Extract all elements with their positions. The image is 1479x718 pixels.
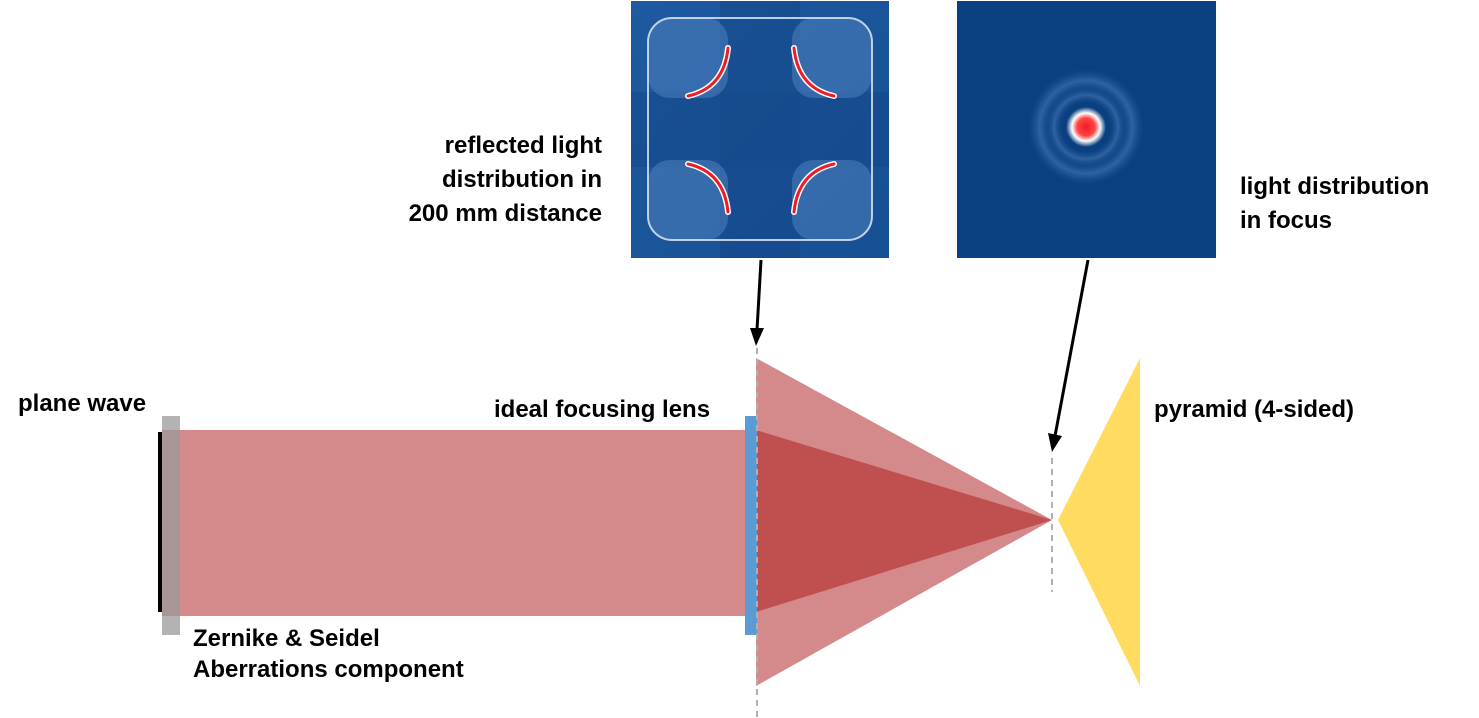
reflected-label-line1: reflected light bbox=[444, 132, 602, 159]
lens-label: ideal focusing lens bbox=[494, 396, 711, 423]
focusing-lens bbox=[745, 416, 757, 635]
pyramid bbox=[1058, 358, 1140, 686]
collimated-beam bbox=[162, 430, 752, 616]
arrow-reflected-to-lens bbox=[750, 259, 764, 346]
reflected-label-line2: distribution in bbox=[442, 166, 602, 193]
aberrations-label-line1: Zernike & Seidel bbox=[193, 625, 380, 652]
aberrations-label-line2: Aberrations component bbox=[193, 656, 464, 683]
plane-wave-source bbox=[158, 432, 162, 612]
aberration-plate bbox=[162, 416, 180, 635]
plane-wave-label: plane wave bbox=[18, 390, 147, 417]
focus-label-line2: in focus bbox=[1240, 207, 1333, 234]
reflected-light-map bbox=[631, 1, 889, 258]
focus-light-map bbox=[957, 1, 1216, 258]
inner-beam-cone bbox=[756, 430, 1052, 612]
focus-label-line1: light distribution bbox=[1240, 173, 1430, 200]
pyramid-label: pyramid (4-sided) bbox=[1154, 396, 1355, 423]
reflected-label-line3: 200 mm distance bbox=[408, 200, 602, 227]
arrow-focus-map-to-focus bbox=[1048, 259, 1090, 452]
